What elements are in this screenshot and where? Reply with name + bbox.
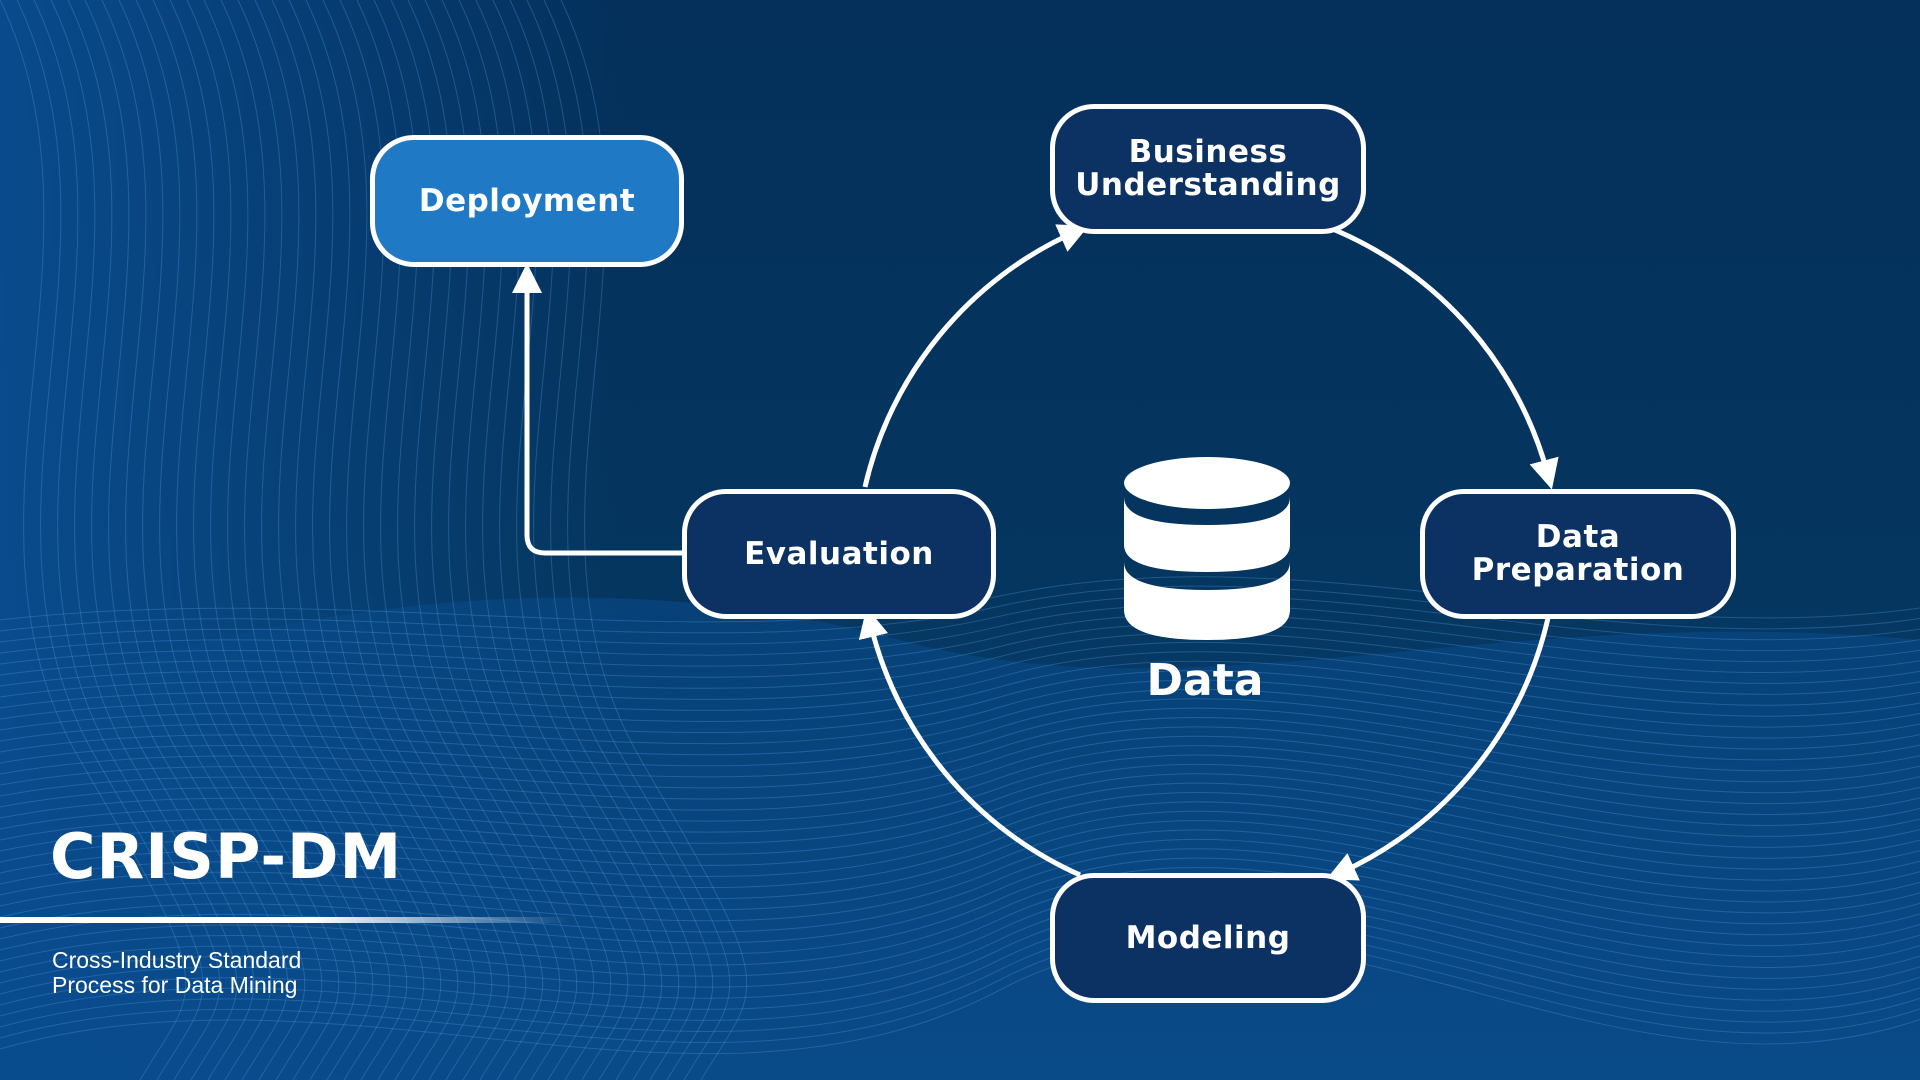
- arrow-evaluation-to-deployment: [512, 263, 682, 556]
- node-modeling[interactable]: Modeling: [1050, 873, 1366, 1003]
- page-title: CRISP-DM: [50, 820, 403, 893]
- node-evaluation[interactable]: Evaluation: [682, 489, 996, 619]
- arrow-evaluation-to-business: [862, 224, 1089, 488]
- arrow-modeling-to-evaluation: [858, 607, 1082, 878]
- node-evaluation-label: Evaluation: [744, 535, 934, 572]
- node-business-understanding[interactable]: Business Understanding: [1050, 104, 1366, 234]
- title-divider: [0, 917, 570, 923]
- node-deployment[interactable]: Deployment: [370, 135, 684, 267]
- node-business-understanding-line1: Business: [1128, 134, 1288, 170]
- node-deployment-label: Deployment: [418, 182, 636, 219]
- node-data-preparation-line2: Preparation: [1471, 552, 1685, 588]
- subtitle-line-2: Process for Data Mining: [52, 972, 298, 998]
- node-modeling-label: Modeling: [1125, 919, 1291, 956]
- node-business-understanding-line2: Understanding: [1075, 167, 1341, 203]
- data-center-label: Data: [1146, 655, 1264, 706]
- arrow-preparation-to-modeling: [1326, 617, 1551, 881]
- node-data-preparation[interactable]: Data Preparation: [1420, 489, 1736, 619]
- arrow-business-to-preparation: [1334, 227, 1559, 490]
- database-icon: [1124, 457, 1290, 640]
- page-subtitle: Cross-Industry Standard Process for Data…: [52, 948, 301, 998]
- node-data-preparation-line1: Data: [1535, 519, 1621, 555]
- subtitle-line-1: Cross-Industry Standard: [52, 947, 302, 973]
